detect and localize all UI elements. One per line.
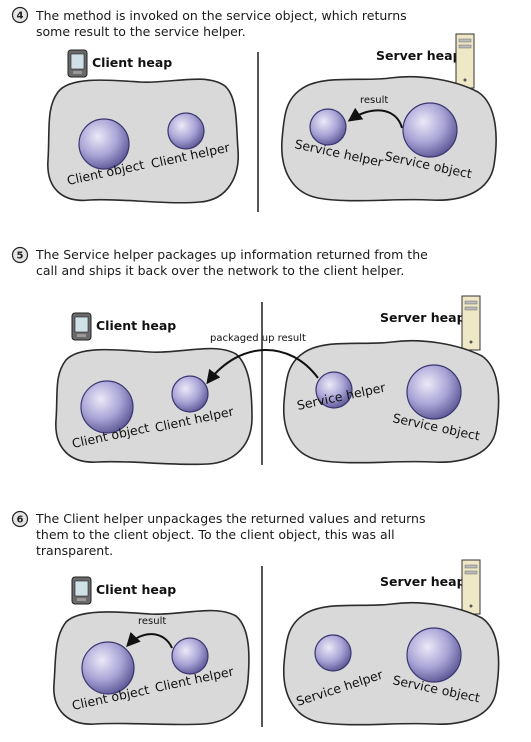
service-helper-sphere bbox=[314, 634, 352, 672]
client-heap-blob bbox=[53, 609, 250, 726]
client-helper-sphere bbox=[171, 375, 209, 413]
step-6: 6 The Client helper unpackages the retur… bbox=[11, 510, 500, 727]
service-helper-sphere bbox=[309, 108, 347, 146]
client-object-sphere bbox=[81, 641, 135, 695]
step-description-line: transparent. bbox=[36, 543, 113, 558]
result-arrow bbox=[347, 107, 403, 129]
service-object-sphere bbox=[406, 627, 462, 683]
step-number-badge: 5 bbox=[11, 246, 29, 264]
step-description-line: The Client helper unpackages the returne… bbox=[35, 511, 425, 526]
client-heap-blob bbox=[47, 78, 239, 204]
step-description-line: them to the client object. To the client… bbox=[36, 527, 395, 542]
client-heap-title: Client heap bbox=[96, 318, 176, 333]
server-heap-title: Server heap bbox=[380, 310, 466, 325]
client-heap-title: Client heap bbox=[92, 55, 172, 70]
step-description-line: The method is invoked on the service obj… bbox=[35, 8, 407, 23]
step-5: 5 The Service helper packages up informa… bbox=[11, 246, 500, 466]
server-tower-icon bbox=[461, 295, 481, 351]
client-object-sphere bbox=[78, 118, 130, 170]
arrow-label: packaged up result bbox=[210, 333, 306, 344]
step-number: 5 bbox=[17, 251, 24, 262]
service-object-sphere bbox=[402, 102, 458, 158]
server-heap-title: Server heap bbox=[380, 574, 466, 589]
client-heap-title: Client heap bbox=[96, 582, 176, 597]
client-heap-blob bbox=[55, 347, 253, 466]
server-tower-icon bbox=[461, 559, 481, 615]
step-description-line: call and ships it back over the network … bbox=[36, 263, 404, 278]
service-helper-sphere bbox=[315, 371, 353, 409]
server-tower-icon bbox=[455, 33, 475, 89]
pda-device-icon bbox=[71, 576, 92, 605]
step-number: 6 bbox=[17, 515, 24, 526]
packaged-result-arrow bbox=[206, 349, 319, 385]
result-arrow bbox=[126, 632, 173, 649]
step-number-badge: 4 bbox=[11, 6, 29, 24]
client-object-sphere bbox=[80, 380, 134, 434]
arrow-label: result bbox=[360, 95, 388, 106]
step-number-badge: 6 bbox=[11, 510, 29, 528]
service-object-sphere bbox=[406, 364, 462, 420]
arrow-label: result bbox=[138, 616, 166, 627]
step-4: 4 The method is invoked on the service o… bbox=[11, 6, 497, 212]
step-number: 4 bbox=[17, 11, 24, 22]
server-heap-blob bbox=[282, 601, 500, 726]
step-description-line: some result to the service helper. bbox=[36, 24, 246, 39]
client-helper-sphere bbox=[171, 637, 209, 675]
pda-device-icon bbox=[71, 312, 92, 341]
step-description-line: The Service helper packages up informati… bbox=[35, 247, 428, 262]
server-heap-title: Server heap bbox=[376, 48, 462, 63]
pda-device-icon bbox=[67, 49, 88, 78]
client-helper-sphere bbox=[167, 112, 205, 150]
